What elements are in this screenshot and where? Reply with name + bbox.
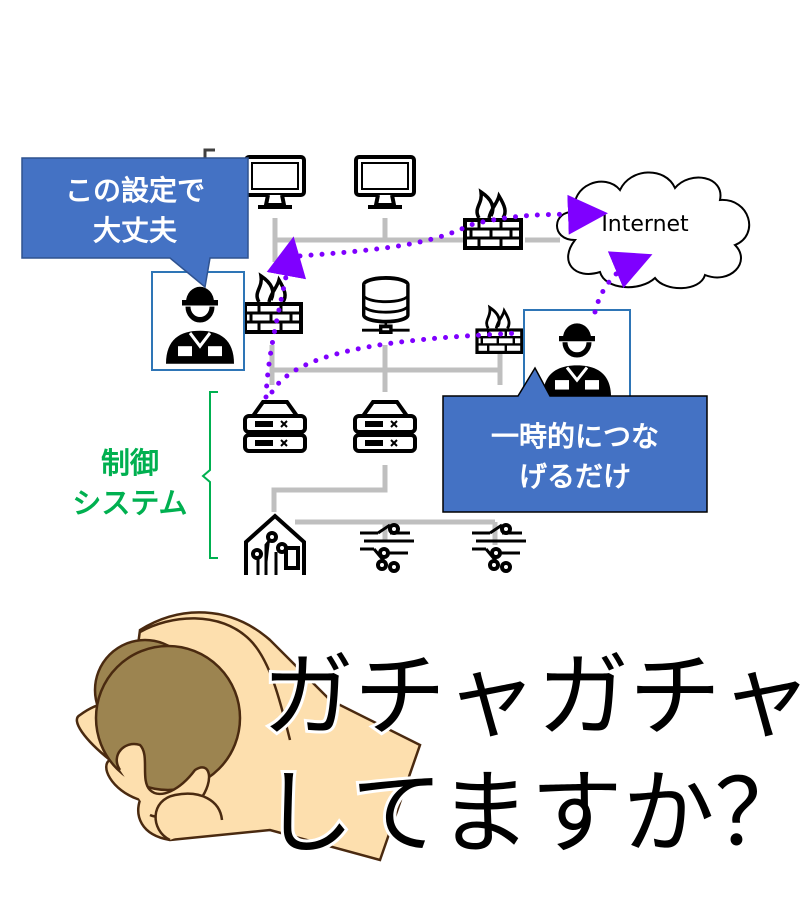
callout-left-line2: 大丈夫 — [93, 214, 178, 247]
callout-right-line1: 一時的につな — [491, 420, 659, 453]
hand-shaking-balls-illustration — [75, 611, 422, 862]
internet-cloud: Internet — [556, 171, 751, 290]
headline-line2: してますか？ — [262, 760, 800, 867]
firewall-icon — [243, 274, 303, 334]
monitor-icon — [244, 155, 306, 209]
firewall-icon — [475, 306, 524, 354]
callout-left-line1: この設定で — [65, 174, 205, 207]
circuit-icon — [470, 523, 528, 573]
database-server-icon — [362, 276, 410, 335]
bracket-control-system — [201, 391, 218, 559]
connection-paths — [263, 194, 653, 400]
server-icon — [353, 400, 417, 453]
control-system-label-line1: 制御 — [101, 446, 159, 480]
callout-right-line2: げるだけ — [519, 460, 631, 493]
callout-left: この設定で 大丈夫 — [21, 157, 249, 289]
monitor-icon — [354, 155, 416, 209]
server-icon — [243, 400, 307, 453]
callout-right: 一時的につな げるだけ — [442, 366, 708, 513]
headline-line1: ガチャガチャ — [262, 643, 800, 750]
smart-home-icon — [244, 513, 306, 575]
control-system-label-line2: システム — [72, 486, 187, 520]
internet-label: Internet — [601, 212, 689, 237]
